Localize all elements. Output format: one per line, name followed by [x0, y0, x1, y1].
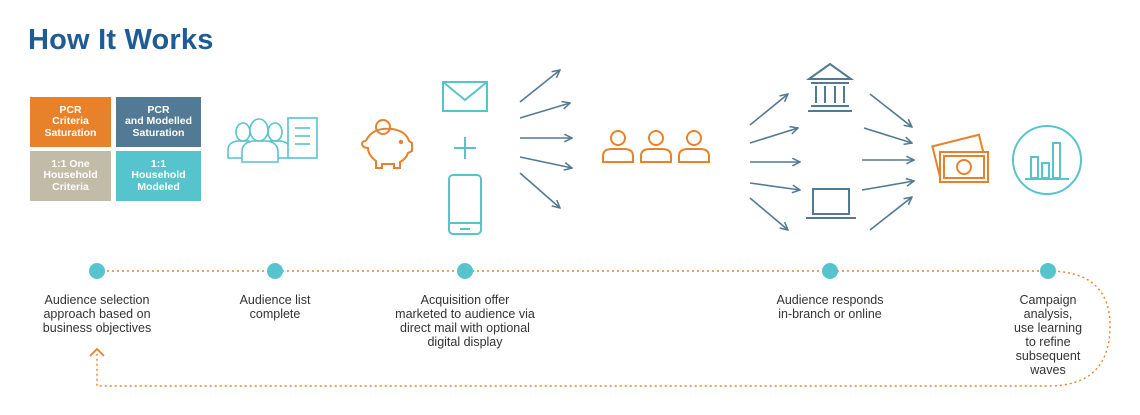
audience-list-icon [227, 117, 318, 163]
chart-circle-icon [1012, 125, 1082, 195]
timeline-track [96, 270, 1111, 387]
channel-arrows-out [861, 93, 914, 231]
segment-label: 1:1 One Household Criteria [43, 157, 98, 193]
timeline-marker-2 [267, 263, 283, 279]
step-label-audience-responds: Audience responds in-branch or online [776, 293, 884, 321]
fan-out-arrows [519, 70, 572, 208]
envelope-icon [442, 81, 488, 112]
laptop-icon [806, 188, 856, 219]
step-label-audience-list: Audience list complete [239, 293, 311, 321]
segment-household-modeled: 1:1 Household Modeled [116, 151, 201, 201]
step-label-campaign-analysis: Campaign analysis, use learning to refin… [1013, 293, 1083, 377]
bank-icon [805, 62, 855, 112]
segment-one-household-criteria: 1:1 One Household Criteria [30, 151, 111, 201]
page-title: How It Works [28, 24, 214, 56]
channel-arrows-in [749, 94, 800, 230]
segment-label: PCR Criteria Saturation [44, 103, 97, 139]
timeline-marker-5 [1040, 263, 1056, 279]
people-icon [602, 130, 710, 163]
timeline-markers [89, 263, 1056, 279]
loop-back-arrowhead [89, 347, 105, 357]
timeline-marker-3 [457, 263, 473, 279]
segment-label: 1:1 Household Modeled [131, 157, 186, 193]
step-label-audience-selection: Audience selection approach based on bus… [42, 293, 152, 335]
piggy-bank-icon [360, 119, 413, 169]
money-icon [931, 133, 989, 183]
segment-pcr-criteria: PCR Criteria Saturation [30, 97, 111, 147]
timeline-marker-1 [89, 263, 105, 279]
plus-icon [454, 137, 476, 159]
smartphone-icon [448, 174, 482, 235]
step-label-acquisition-offer: Acquisition offer marketed to audience v… [395, 293, 535, 349]
segment-label: PCR and Modelled Saturation [124, 103, 193, 139]
segment-pcr-modelled: PCR and Modelled Saturation [116, 97, 201, 147]
timeline-marker-4 [822, 263, 838, 279]
